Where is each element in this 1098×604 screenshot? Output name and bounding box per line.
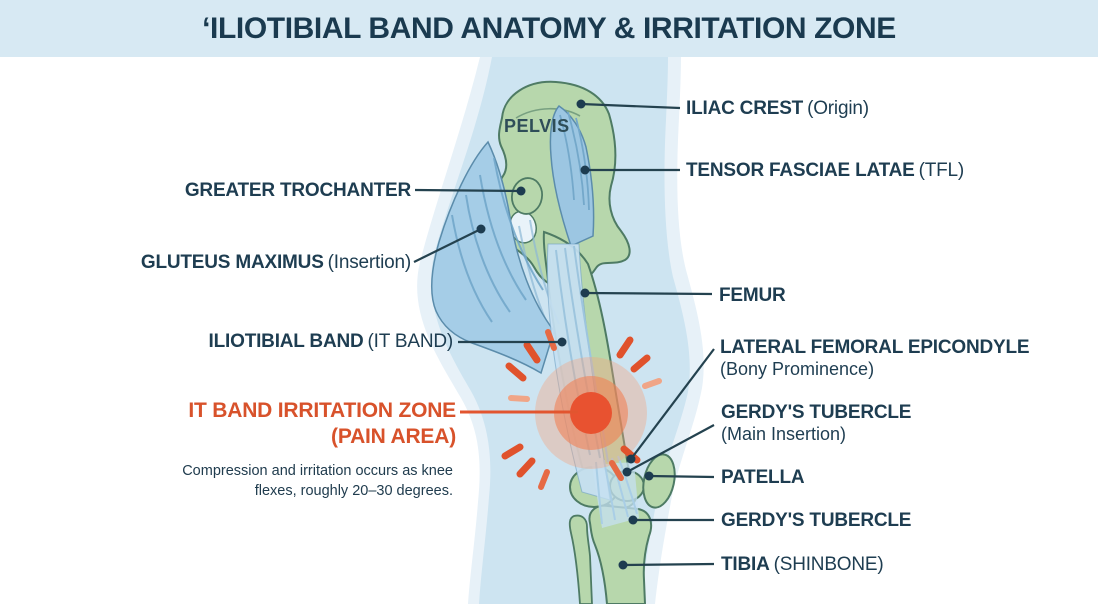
tfl-muscle xyxy=(549,105,595,248)
label-text: GREATER TROCHANTER xyxy=(184,180,411,201)
label-text: TIBIA xyxy=(721,554,770,575)
label-text: FEMUR xyxy=(719,285,786,306)
label-irritation-zone: IT BAND IRRITATION ZONE (PAIN AREA) xyxy=(188,398,456,450)
caption-line1: Compression and irritation occurs as kne… xyxy=(182,463,453,479)
label-subtext: (Origin) xyxy=(807,98,869,119)
label-femur: FEMUR xyxy=(719,285,786,306)
leader-lateral-epicondyle xyxy=(630,348,715,460)
label-text: PATELLA xyxy=(721,467,805,488)
pelvis-label: PELVIS xyxy=(504,116,570,136)
caption-line2: flexes, roughly 20–30 degrees. xyxy=(254,482,453,499)
pain-zone xyxy=(501,329,662,490)
label-text: ILIOTIBIAL BAND xyxy=(208,331,364,352)
label-text: ILIAC CREST xyxy=(686,98,804,119)
leader-tibia xyxy=(622,562,715,567)
label-subtext: (IT BAND) xyxy=(367,331,454,352)
label-greater-trochanter: GREATER TROCHANTER xyxy=(185,180,411,201)
label-subtext: (TFL) xyxy=(918,160,965,181)
label-gerdys-tubercle: GERDY'S TUBERCLE xyxy=(721,510,911,531)
leader-gluteus-maximus xyxy=(413,228,482,263)
header-bar: ‘ILIOTIBIAL BAND ANATOMY & IRRITATION ZO… xyxy=(0,0,1098,57)
leader-dots xyxy=(476,99,654,570)
label-text: TENSOR FASCIAE LATAE xyxy=(686,160,915,181)
leader-gerdys-main xyxy=(626,424,715,473)
label-gerdys-tubercle-main: GERDY'S TUBERCLE (Main Insertion) xyxy=(721,402,911,445)
label-text: GERDY'S TUBERCLE xyxy=(721,510,912,531)
gluteus-maximus-muscle xyxy=(430,140,555,375)
label-iliac-crest: ILIAC CREST(Origin) xyxy=(686,98,869,119)
label-iliotibial-band: ILIOTIBIAL BAND(IT BAND) xyxy=(208,331,454,352)
leader-lines xyxy=(413,102,715,567)
label-gluteus-maximus: GLUTEUS MAXIMUS(Insertion) xyxy=(141,252,411,273)
label-lateral-femoral-epicondyle: LATERAL FEMORAL EPICONDYLE (Bony Promine… xyxy=(720,337,1030,380)
label-text: GERDY'S TUBERCLE xyxy=(721,402,912,423)
label-text: LATERAL FEMORAL EPICONDYLE xyxy=(720,337,1030,358)
label-subtext: (Insertion) xyxy=(327,252,412,273)
label-subtext: (Main Insertion) xyxy=(721,424,847,444)
leader-greater-trochanter xyxy=(414,188,522,193)
label-tibia: TIBIA(SHINBONE) xyxy=(721,554,884,575)
label-tensor-fasciae-latae: TENSOR FASCIAE LATAE(TFL) xyxy=(686,160,964,181)
leader-femur xyxy=(584,291,713,296)
leader-iliac-crest xyxy=(580,102,681,110)
leader-patella xyxy=(648,474,715,479)
label-subtext: (PAIN AREA) xyxy=(331,425,456,448)
page-title: ‘ILIOTIBIAL BAND ANATOMY & IRRITATION ZO… xyxy=(202,11,896,45)
label-text: IT BAND IRRITATION ZONE xyxy=(188,399,456,422)
pain-flash-dashes xyxy=(501,329,662,490)
label-text: GLUTEUS MAXIMUS xyxy=(140,252,324,273)
label-patella: PATELLA xyxy=(721,467,805,488)
fibula-bone xyxy=(568,514,593,604)
patella-bone xyxy=(642,453,676,509)
label-subtext: (Bony Prominence) xyxy=(720,359,875,379)
caption-note: Compression and irritation occurs as kne… xyxy=(182,462,453,501)
label-subtext: (SHINBONE) xyxy=(773,554,884,575)
